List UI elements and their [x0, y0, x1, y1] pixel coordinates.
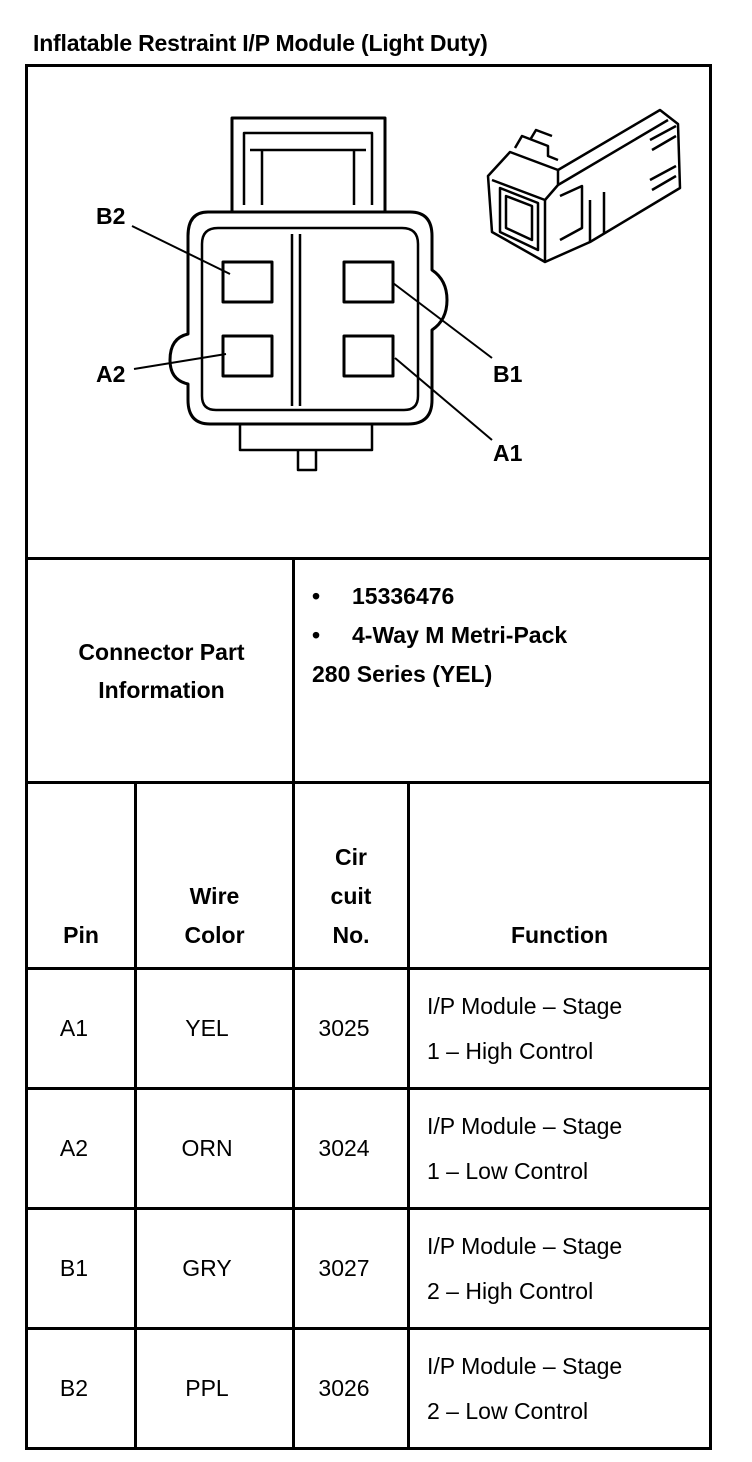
table-row-wire: YEL: [185, 1015, 229, 1041]
header-pin: Pin: [63, 922, 99, 948]
pin-label-b1: B1: [493, 361, 523, 387]
pin-label-a1: A1: [493, 440, 523, 466]
table-row-pin: B2: [59, 1375, 89, 1401]
table-row-wire: ORN: [181, 1135, 233, 1161]
table-row-pin: A2: [59, 1135, 89, 1161]
connector-part-info-label: Connector Part Information: [28, 560, 295, 781]
connector-table-frame: [25, 64, 712, 1450]
connector-description-line1: 4-Way M Metri-Pack: [352, 622, 568, 648]
list-item: • 15336476: [312, 577, 702, 616]
terminal-a2: [221, 334, 274, 378]
pin-label-b2: B2: [96, 203, 126, 229]
connector-description-line2: 280 Series (YEL): [312, 661, 493, 687]
connector-diagram: [131, 108, 682, 472]
table-row-circuit: 3025: [318, 1015, 370, 1041]
divider-info-column: [292, 557, 295, 784]
part-number: 15336476: [352, 583, 455, 609]
connector-part-label-line1: Connector Part: [78, 638, 245, 665]
bullet-icon: •: [312, 622, 321, 648]
table-row-pin: B1: [59, 1255, 89, 1281]
table-row-wire: PPL: [185, 1375, 229, 1401]
divider-header: [25, 967, 712, 970]
divider-col-circuit: [407, 781, 410, 1450]
divider-col-pin: [134, 781, 137, 1450]
divider-row-3: [25, 1327, 712, 1330]
table-row-circuit: 3024: [318, 1135, 370, 1161]
connector-isometric-view: [486, 108, 682, 264]
table-row-wire: GRY: [182, 1255, 232, 1281]
divider-diagram: [25, 557, 712, 560]
bullet-icon: •: [312, 583, 321, 609]
divider-row-1: [25, 1087, 712, 1090]
table-row-circuit: 3027: [318, 1255, 370, 1281]
divider-row-2: [25, 1207, 712, 1210]
list-item: • 4-Way M Metri-Pack: [312, 616, 702, 655]
connector-part-info-list: • 15336476 • 4-Way M Metri-Pack 280 Series…: [312, 577, 702, 694]
connector-part-label-line2: Information: [98, 676, 225, 703]
header-function: Function: [510, 922, 609, 948]
terminal-b1: [342, 260, 395, 304]
table-row-pin: A1: [59, 1015, 89, 1041]
divider-col-wire: [292, 781, 295, 1450]
page-title: Inflatable Restraint I/P Module (Light D…: [33, 30, 488, 56]
table-row-circuit: 3026: [318, 1375, 370, 1401]
terminal-b2: [221, 260, 274, 304]
connector-body: [168, 210, 449, 426]
divider-info: [25, 781, 712, 784]
terminal-a1: [342, 334, 395, 378]
connector-lock-tab: [230, 116, 387, 212]
pin-label-a2: A2: [96, 361, 126, 387]
